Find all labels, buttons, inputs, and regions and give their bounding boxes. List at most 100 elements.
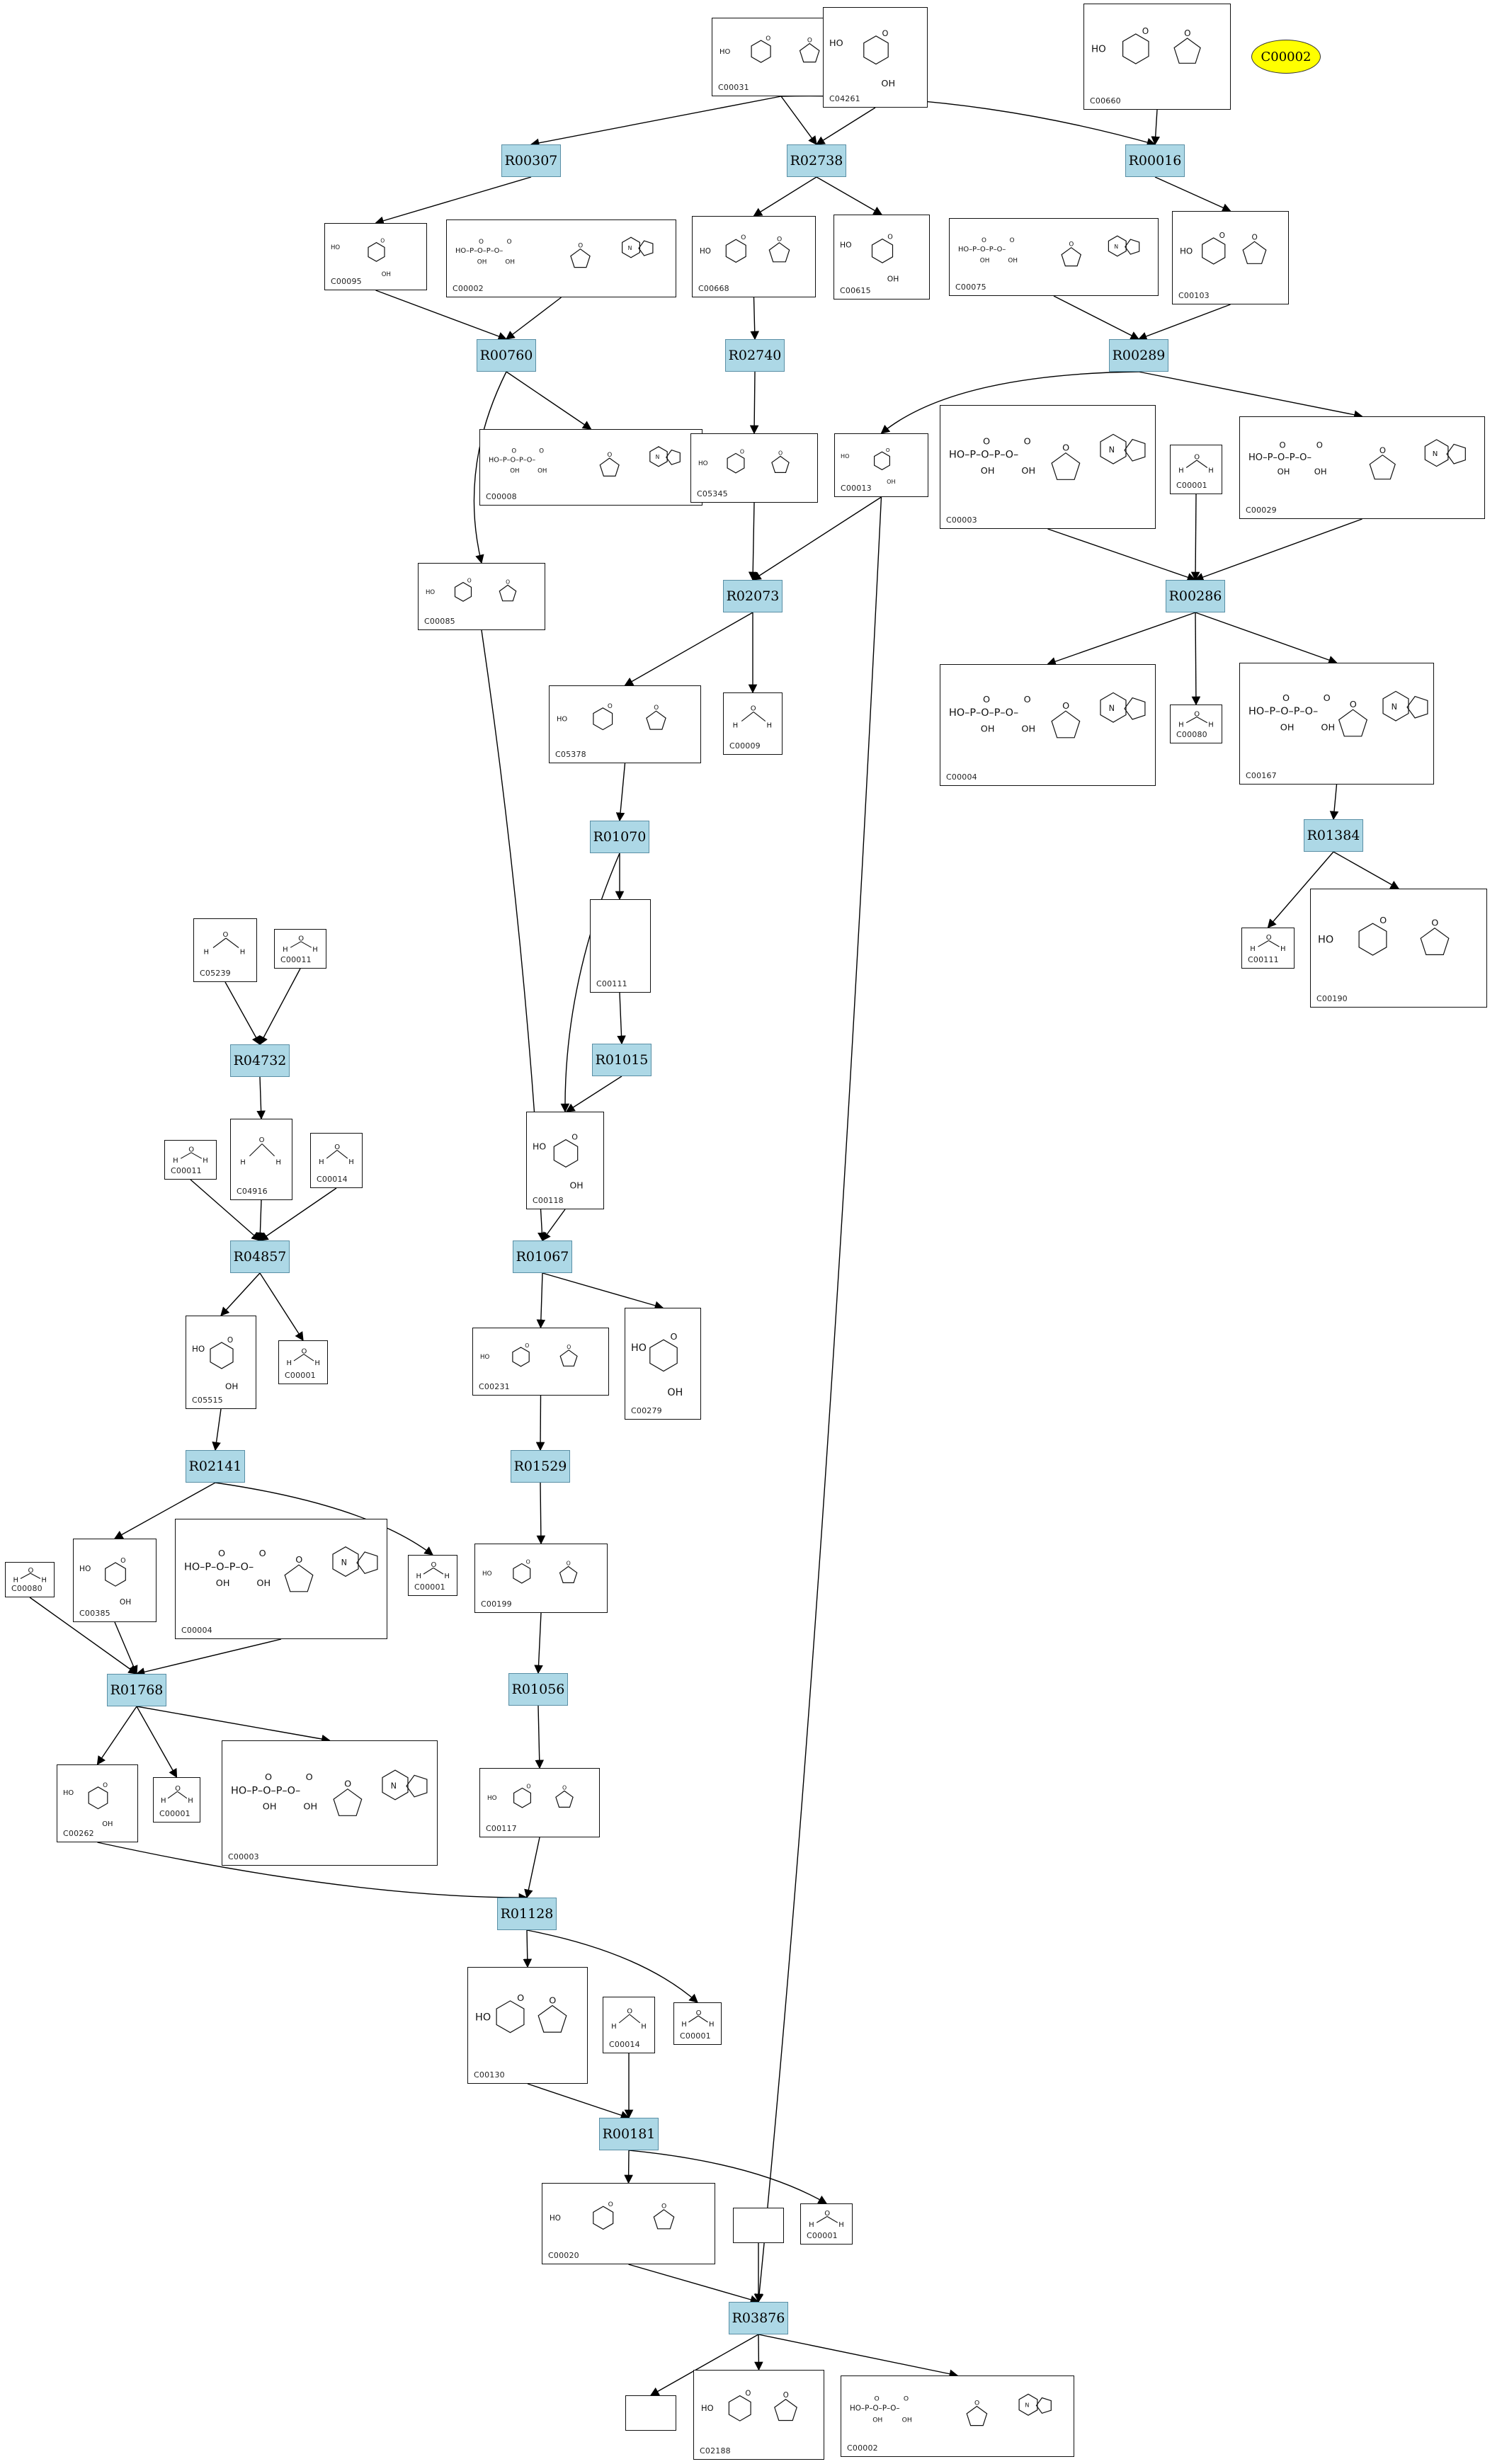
svg-text:O: O (1184, 28, 1190, 38)
reaction-node[interactable]: R00286 (1166, 580, 1225, 612)
reaction-node[interactable]: R01529 (511, 1450, 570, 1483)
reaction-edge (758, 2334, 959, 2378)
reaction-node[interactable]: R01015 (592, 1044, 652, 1076)
reaction-edge (1138, 371, 1363, 419)
reaction-edge (135, 1638, 282, 1677)
selected-compound-badge[interactable]: C00002 (1251, 40, 1321, 74)
reaction-node[interactable]: R04732 (230, 1044, 290, 1077)
reaction-node[interactable]: R00181 (599, 2118, 659, 2150)
reaction-node[interactable]: R02738 (787, 144, 846, 177)
reaction-node[interactable]: R01067 (513, 1240, 572, 1273)
reaction-edge (136, 1706, 331, 1744)
svg-text:O: O (982, 237, 986, 244)
compound-placeholder[interactable] (733, 2208, 784, 2243)
svg-text:O: O (223, 931, 229, 939)
compound-id-label: C00660 (1090, 96, 1121, 105)
compound-placeholder[interactable] (625, 2395, 676, 2431)
svg-text:H: H (709, 2021, 715, 2029)
svg-text:O: O (302, 1347, 307, 1355)
svg-text:O: O (380, 238, 385, 244)
reaction-node[interactable]: R01384 (1304, 819, 1363, 852)
svg-text:HO: HO (700, 247, 711, 256)
compound-structure: HOH (240, 1136, 281, 1166)
svg-text:H: H (312, 946, 318, 954)
compound-node[interactable]: C00111 (590, 899, 651, 993)
reaction-node[interactable]: R04857 (230, 1240, 290, 1273)
reaction-node[interactable]: R00307 (501, 144, 561, 177)
reaction-node[interactable]: R00289 (1109, 339, 1168, 372)
reaction-node[interactable]: R03876 (729, 2302, 788, 2334)
reaction-node[interactable]: R01768 (107, 1674, 166, 1706)
reaction-node[interactable]: R01070 (590, 821, 649, 853)
svg-text:O: O (778, 450, 783, 456)
reaction-node[interactable]: R02740 (725, 339, 785, 372)
compound-id-label: C00118 (533, 1196, 564, 1205)
reaction-node[interactable]: R01056 (508, 1673, 568, 1706)
reaction-node[interactable]: R00760 (477, 339, 536, 372)
svg-text:H: H (733, 721, 739, 729)
compound-id-label: C00385 (79, 1609, 110, 1618)
compound-id-label: C05239 (200, 969, 231, 978)
svg-text:HO–P–O–P–O–: HO–P–O–P–O– (850, 2404, 900, 2412)
reaction-node[interactable]: R02073 (723, 580, 783, 612)
svg-text:H: H (204, 949, 210, 957)
svg-text:H: H (161, 1797, 166, 1805)
svg-text:HO: HO (192, 1344, 205, 1354)
reaction-node[interactable]: R02141 (186, 1450, 245, 1483)
svg-text:O: O (218, 1548, 225, 1559)
svg-text:H: H (1178, 721, 1184, 729)
reaction-node[interactable]: R00016 (1125, 144, 1185, 177)
reaction-node[interactable]: R01128 (497, 1898, 557, 1930)
